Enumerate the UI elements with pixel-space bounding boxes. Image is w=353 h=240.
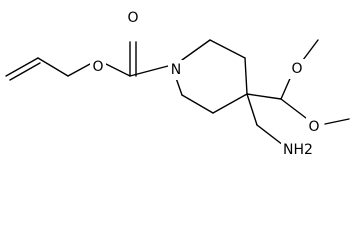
amine-label: NH2 [283, 142, 313, 158]
bond-ring-top-topright [209, 39, 246, 59]
atom-labels: O O N O O NH2 [90, 8, 322, 159]
bond-quaternary-aminomethyl [246, 93, 258, 126]
methoxy-oxygen-bottom-label: O [308, 119, 319, 135]
bond-ring-bottomright-bottomleft [181, 94, 214, 114]
bond-ch2-ester-o [67, 63, 91, 77]
structure-diagram: O O N O O NH2 [5, 8, 350, 159]
bond-carbonyl-nitrogen [129, 65, 169, 77]
bond-allyl-double-2 [9, 62, 41, 81]
bond-lower-o-methyl [324, 118, 350, 125]
bond-ring-bottomleft-n [175, 77, 183, 96]
bond-acetal-c-lower-o [280, 98, 307, 119]
bonds [5, 39, 350, 146]
bond-quaternary-acetal-c [246, 93, 282, 100]
carbonyl-oxygen-label: O [127, 10, 138, 26]
bond-ester-o-carbonyl-c [105, 63, 131, 77]
bond-ring-topright-quaternary [244, 57, 248, 95]
bond-ring-quaternary-bottomright [212, 93, 248, 114]
methoxy-oxygen-top-label: O [291, 61, 302, 77]
ester-oxygen-label: O [92, 59, 103, 75]
bond-ring-n-top [181, 39, 211, 61]
bond-allyl-ch-ch2 [37, 57, 69, 77]
ring-nitrogen-label: N [171, 62, 181, 78]
bond-upper-o-methyl [302, 39, 319, 61]
bond-allyl-double-1 [5, 57, 39, 77]
bond-aminomethyl-nh2 [256, 124, 284, 146]
